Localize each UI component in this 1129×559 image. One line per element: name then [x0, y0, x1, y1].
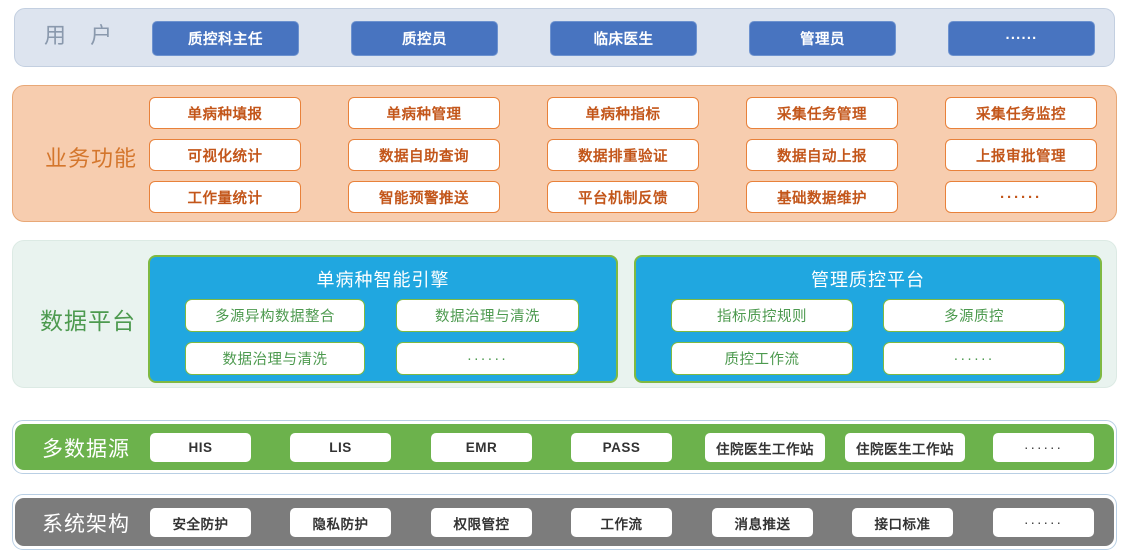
- biz-chip-single-disease-management[interactable]: 单病种管理: [348, 97, 500, 129]
- sa-chip-security-protection[interactable]: 安全防护: [150, 508, 251, 537]
- user-chip-more[interactable]: ······: [948, 21, 1095, 56]
- ds-chip-inpatient-doctor-workstation-2[interactable]: 住院医生工作站: [845, 433, 965, 462]
- ds-chip-pass[interactable]: PASS: [571, 433, 672, 462]
- ds-chip-more[interactable]: ······: [993, 433, 1094, 462]
- dp-chip-data-governance-cleaning-1[interactable]: 数据治理与清洗: [396, 299, 579, 332]
- biz-chip-auto-data-reporting[interactable]: 数据自动上报: [746, 139, 898, 171]
- biz-chip-single-disease-report[interactable]: 单病种填报: [149, 97, 301, 129]
- biz-chip-report-approval-management[interactable]: 上报审批管理: [945, 139, 1097, 171]
- dp-chip-indicator-qc-rules[interactable]: 指标质控规则: [671, 299, 853, 332]
- sa-chip-privacy-protection[interactable]: 隐私防护: [290, 508, 391, 537]
- dp-chip-multi-source-qc[interactable]: 多源质控: [883, 299, 1065, 332]
- biz-chip-self-service-query[interactable]: 数据自助查询: [348, 139, 500, 171]
- panel-title-quality-control-platform: 管理质控平台: [811, 270, 925, 290]
- biz-chip-master-data-maintenance[interactable]: 基础数据维护: [746, 181, 898, 213]
- system-architecture-band-outline: [12, 494, 1117, 550]
- user-chip-clinician[interactable]: 临床医生: [550, 21, 697, 56]
- data-platform-label: 数据平台: [40, 308, 136, 334]
- biz-chip-platform-feedback[interactable]: 平台机制反馈: [547, 181, 699, 213]
- ds-chip-lis[interactable]: LIS: [290, 433, 391, 462]
- sa-chip-more[interactable]: ······: [993, 508, 1094, 537]
- biz-chip-workload-statistics[interactable]: 工作量统计: [149, 181, 301, 213]
- ds-chip-emr[interactable]: EMR: [431, 433, 532, 462]
- panel-title-single-disease-engine: 单病种智能引擎: [316, 270, 450, 290]
- ds-chip-his[interactable]: HIS: [150, 433, 251, 462]
- biz-chip-smart-alert-push[interactable]: 智能预警推送: [348, 181, 500, 213]
- sa-chip-interface-standard[interactable]: 接口标准: [852, 508, 953, 537]
- sa-chip-workflow[interactable]: 工作流: [571, 508, 672, 537]
- user-chip-quality-officer[interactable]: 质控员: [351, 21, 498, 56]
- biz-chip-dedup-validation[interactable]: 数据排重验证: [547, 139, 699, 171]
- dp-chip-data-governance-cleaning-2[interactable]: 数据治理与清洗: [185, 342, 365, 375]
- sa-chip-permission-control[interactable]: 权限管控: [431, 508, 532, 537]
- user-chip-administrator[interactable]: 管理员: [749, 21, 896, 56]
- system-architecture-label: 系统架构: [42, 513, 130, 536]
- user-chip-quality-director[interactable]: 质控科主任: [152, 21, 299, 56]
- dp-chip-engine-more[interactable]: ······: [396, 342, 579, 375]
- biz-chip-more[interactable]: ······: [945, 181, 1097, 213]
- business-function-label: 业务功能: [45, 146, 138, 171]
- dp-chip-heterogeneous-data-integration[interactable]: 多源异构数据整合: [185, 299, 365, 332]
- dp-chip-qc-workflow[interactable]: 质控工作流: [671, 342, 853, 375]
- biz-chip-collection-task-monitoring[interactable]: 采集任务监控: [945, 97, 1097, 129]
- biz-chip-visual-statistics[interactable]: 可视化统计: [149, 139, 301, 171]
- sa-chip-message-push[interactable]: 消息推送: [712, 508, 813, 537]
- datasource-band-outline: [12, 420, 1117, 474]
- biz-chip-single-disease-indicator[interactable]: 单病种指标: [547, 97, 699, 129]
- biz-chip-collection-task-management[interactable]: 采集任务管理: [746, 97, 898, 129]
- datasource-label: 多数据源: [42, 438, 130, 461]
- user-layer-label: 用 户: [44, 23, 122, 48]
- ds-chip-inpatient-doctor-workstation-1[interactable]: 住院医生工作站: [705, 433, 825, 462]
- dp-chip-qc-more[interactable]: ······: [883, 342, 1065, 375]
